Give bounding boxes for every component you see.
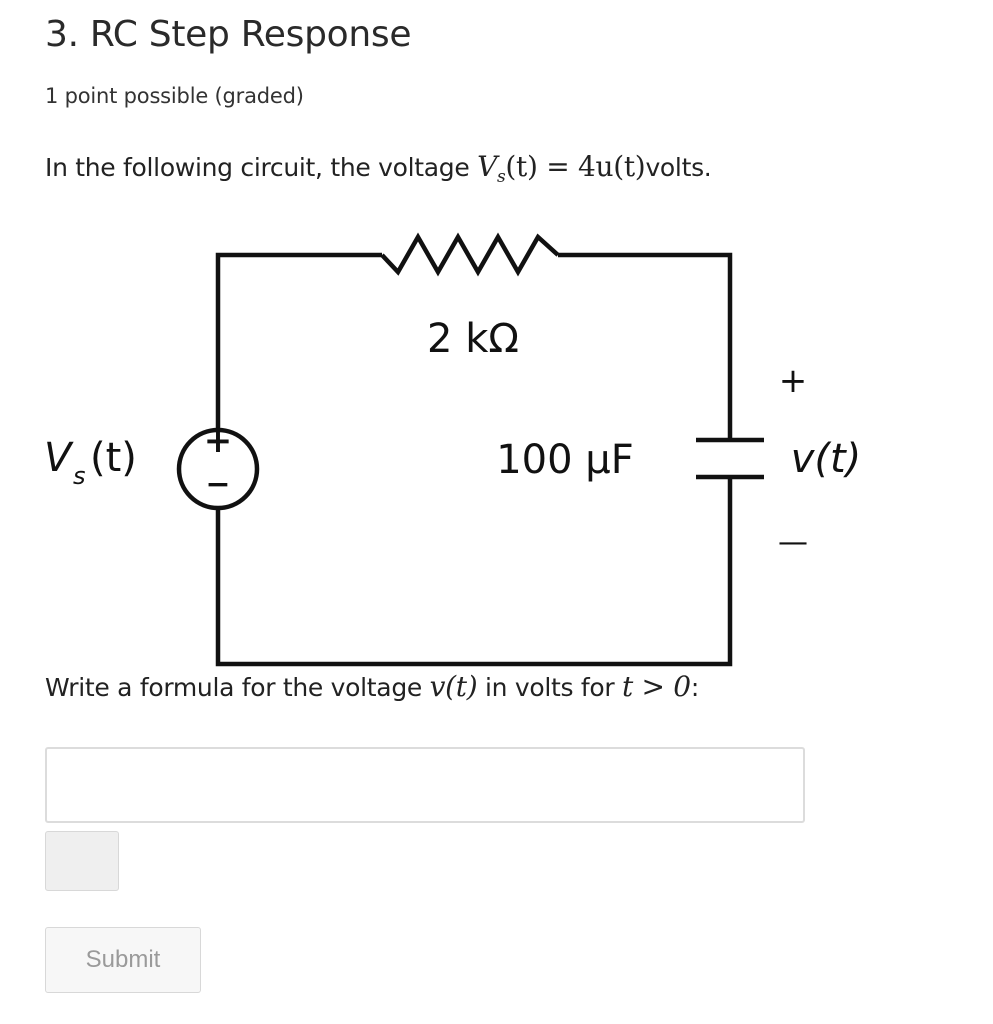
prompt-math-var: v(t) (429, 670, 478, 703)
points-possible: 1 point possible (graded) (45, 84, 304, 108)
prompt-prefix: Write a formula for the voltage (45, 673, 430, 702)
resistor-symbol (380, 232, 560, 277)
source-label-var: V (44, 435, 74, 481)
output-plus-sign: + (779, 361, 808, 401)
capacitor-symbol (696, 437, 764, 480)
source-label-sub: s (73, 462, 86, 490)
voltage-source-symbol: + − (176, 421, 260, 511)
statement-suffix: volts. (645, 153, 712, 182)
wire-top-left (215, 252, 382, 430)
output-label: v(t) (791, 436, 862, 482)
prompt-mid: in volts for (477, 673, 622, 702)
prompt-suffix: : (690, 673, 699, 702)
problem-statement: In the following circuit, the voltage Vs… (45, 150, 712, 187)
source-minus-sign: − (205, 467, 230, 502)
source-label-rest: (t) (90, 435, 137, 481)
statement-math-rest: (t) = 4u(t) (505, 150, 646, 183)
problem-title: 3. RC Step Response (45, 14, 412, 55)
wire-bottom-right (215, 477, 733, 667)
circuit-wires (215, 232, 733, 667)
source-label: V s (t) (44, 435, 137, 490)
circuit-diagram: + − 2 kΩ 100 μF V s (t) + v(t) — (44, 232, 862, 667)
submit-button[interactable]: Submit (45, 927, 201, 993)
statement-math-var: V (477, 150, 497, 183)
prompt-math-cond: t > 0 (621, 670, 691, 703)
output-minus-sign: — (778, 525, 808, 560)
question-prompt: Write a formula for the voltage v(t) in … (45, 670, 699, 703)
statement-math-sub: s (496, 167, 506, 187)
answer-input[interactable] (45, 747, 805, 823)
capacitor-label: 100 μF (496, 437, 634, 483)
wire-top-right (558, 252, 733, 439)
resistor-label: 2 kΩ (427, 316, 519, 362)
statement-prefix: In the following circuit, the voltage (45, 153, 478, 182)
source-plus-sign: + (204, 421, 233, 461)
formula-preview-box (45, 831, 119, 891)
